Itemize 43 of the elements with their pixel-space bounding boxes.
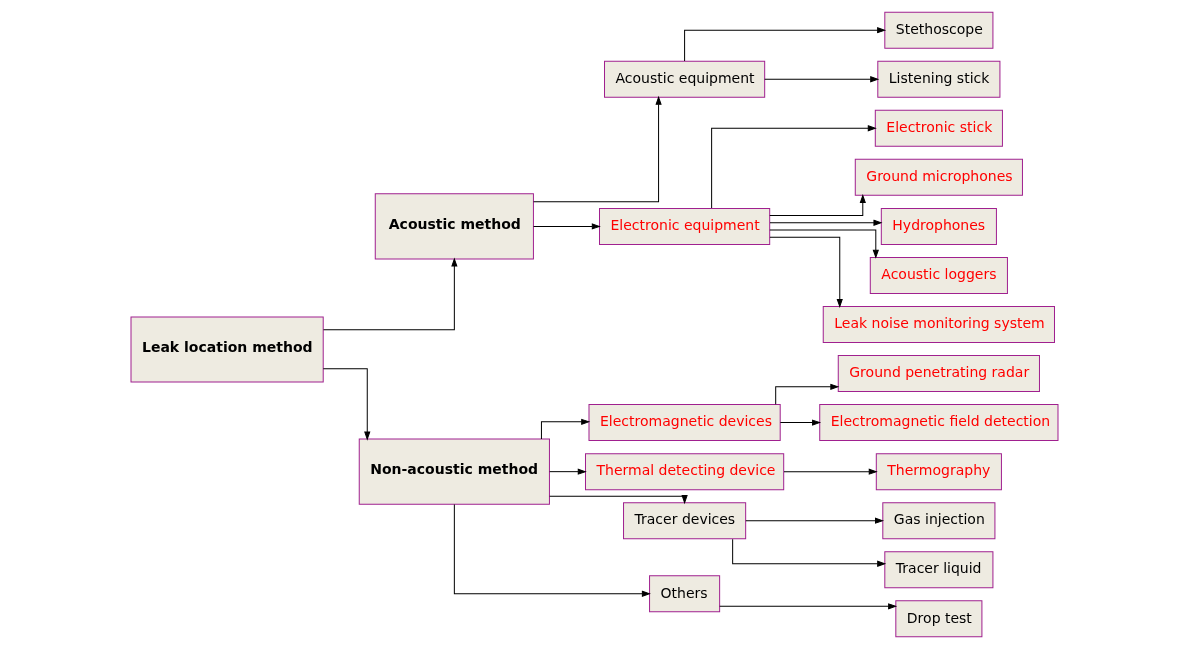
- arrow: [323, 258, 458, 331]
- arrow: [745, 517, 883, 524]
- node-box: Gas injection: [882, 502, 996, 540]
- node-box: Listening stick: [877, 60, 1001, 98]
- arrow: [549, 468, 586, 475]
- arrow: [540, 418, 590, 440]
- arrow: [549, 495, 688, 504]
- node-box: Ground microphones: [854, 158, 1023, 196]
- node-box: Acoustic loggers: [869, 256, 1008, 294]
- arrow: [775, 383, 839, 405]
- node-box: Electromagnetic field detection: [819, 404, 1059, 442]
- arrow: [769, 236, 843, 307]
- node-box: Ground penetrating radar: [837, 355, 1040, 393]
- node-box: Drop test: [895, 600, 983, 638]
- arrow: [732, 538, 886, 567]
- node-box: Thermal detecting device: [585, 453, 785, 491]
- arrow: [322, 368, 371, 440]
- arrow: [769, 219, 882, 226]
- arrow: [783, 468, 877, 475]
- arrow: [769, 195, 866, 217]
- arrow: [719, 603, 897, 610]
- node-box: Electronic stick: [874, 109, 1003, 147]
- arrow: [764, 76, 879, 83]
- arrow: [533, 223, 600, 230]
- node-box: Leak location method: [130, 316, 324, 383]
- arrow: [453, 503, 650, 597]
- arrow: [684, 27, 886, 62]
- node-box: Electromagnetic devices: [588, 404, 781, 442]
- arrow: [769, 229, 879, 258]
- node-box: Leak noise monitoring system: [822, 306, 1055, 343]
- arrow: [779, 419, 821, 426]
- node-box: Acoustic equipment: [604, 60, 766, 98]
- node-box: Tracer liquid: [884, 551, 994, 589]
- node-box: Electronic equipment: [599, 207, 771, 245]
- node-box: Tracer devices: [623, 502, 747, 540]
- arrow: [533, 96, 662, 203]
- arrow: [711, 125, 876, 209]
- node-box: Acoustic method: [374, 193, 534, 260]
- node-box: Thermography: [875, 453, 1002, 491]
- node-box: Others: [649, 575, 721, 613]
- node-box: Non-acoustic method: [358, 438, 550, 505]
- node-box: Hydrophones: [880, 207, 997, 245]
- node-box: Stethoscope: [884, 11, 994, 49]
